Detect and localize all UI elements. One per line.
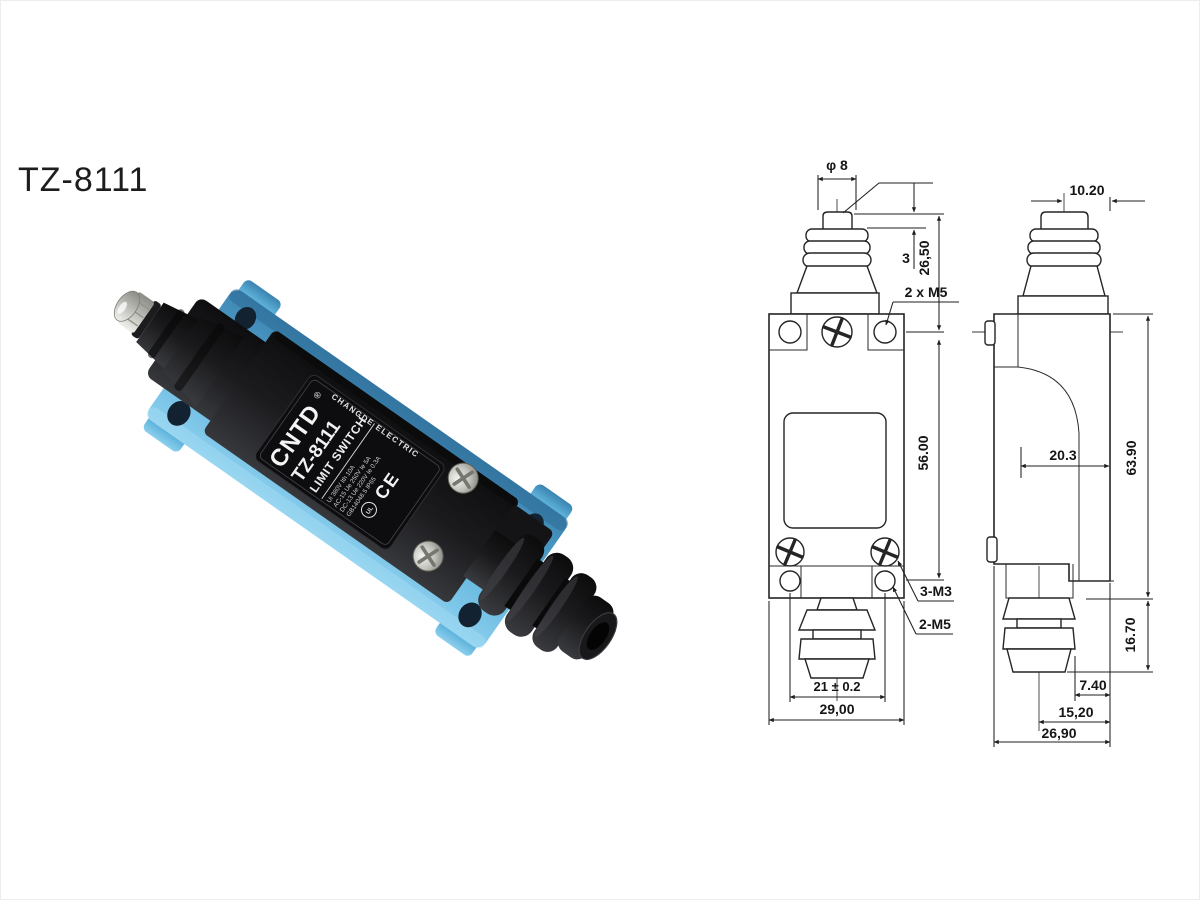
cover-screw xyxy=(447,462,479,494)
fv-plunger-rib xyxy=(805,228,869,243)
sv-tab xyxy=(984,320,996,346)
product-label: CNTD ® TZ-8111 LIMIT SWITCH Ui 380V Ith … xyxy=(255,374,445,550)
fv-plunger-tip xyxy=(822,211,853,231)
sv-plunger-tip xyxy=(1040,211,1089,231)
dim-body-height: 63.90 xyxy=(1123,440,1139,475)
plunger xyxy=(113,290,245,407)
fv-terminal-screw xyxy=(775,537,805,567)
mounting-hole xyxy=(458,602,482,628)
cover-screw xyxy=(412,540,444,572)
ul-mark-text: UL xyxy=(365,505,375,515)
mounting-hole xyxy=(234,307,257,330)
fv-gland xyxy=(797,597,877,679)
fv-mount-hole-bottom-right xyxy=(874,570,896,592)
dim-overtravel: 3 xyxy=(902,250,910,266)
mounting-hole xyxy=(167,401,191,426)
fv-label-window xyxy=(783,412,887,529)
product-photo: CNTD ® TZ-8111 LIMIT SWITCH Ui 380V Ith … xyxy=(113,280,618,660)
cable-gland-bellows xyxy=(463,529,618,660)
fv-mount-hole-top-right xyxy=(873,320,897,344)
dim-cavity-depth: 20.3 xyxy=(1049,447,1076,463)
sv-plunger-rib xyxy=(1029,228,1099,243)
sv-tab xyxy=(986,536,998,563)
sv-plunger-neck xyxy=(1017,295,1109,315)
fv-plunger-rib xyxy=(803,240,871,255)
sv-gland xyxy=(1002,597,1076,673)
side-view-drawing: 10.20 20.3 63.90 16.70 7.40 15,20 xyxy=(972,182,1153,747)
sv-plunger-rib xyxy=(1027,240,1101,255)
ul-mark-icon xyxy=(360,501,377,518)
sv-plunger-rib xyxy=(1026,252,1102,268)
sv-plunger-cone xyxy=(1022,265,1106,297)
fv-head-screw xyxy=(821,316,853,348)
dim-overall-depth: 26,90 xyxy=(1041,725,1076,741)
sv-dimensions: 10.20 20.3 63.90 16.70 7.40 15,20 xyxy=(993,182,1153,747)
fv-plunger-neck xyxy=(790,292,880,315)
fv-dimensions: φ 8 3 26,50 2 x M5 56.00 3-M3 xyxy=(768,157,959,725)
dim-head-width: 10.20 xyxy=(1069,182,1104,198)
dim-hole-pitch: 21 ± 0.2 xyxy=(814,679,861,694)
fv-plunger-cone xyxy=(795,265,879,294)
dim-gland-to-back: 7.40 xyxy=(1079,677,1106,693)
dim-body-width: 29,00 xyxy=(819,701,854,717)
brand-reg-mark: ® xyxy=(311,389,323,400)
label-bottom-mount-holes: 2-M5 xyxy=(919,616,951,632)
fv-terminal-screw xyxy=(870,537,900,567)
dim-gland-length: 16.70 xyxy=(1122,617,1138,652)
fv-plunger-rib xyxy=(802,252,872,268)
dim-plunger-diameter: φ 8 xyxy=(826,157,848,173)
label-terminal-screws: 3-M3 xyxy=(920,583,952,599)
fv-mount-hole-top-left xyxy=(778,320,802,344)
dim-mount-spacing: 56.00 xyxy=(915,435,931,470)
dim-tip-to-mount: 26,50 xyxy=(916,240,932,275)
fv-mount-hole-bottom-left xyxy=(779,570,801,592)
front-view-drawing: φ 8 3 26,50 2 x M5 56.00 3-M3 xyxy=(768,157,959,725)
dim-center-to-back: 15,20 xyxy=(1058,704,1093,720)
label-top-mount-holes: 2 x M5 xyxy=(905,284,948,300)
page-title: TZ-8111 xyxy=(18,161,149,199)
